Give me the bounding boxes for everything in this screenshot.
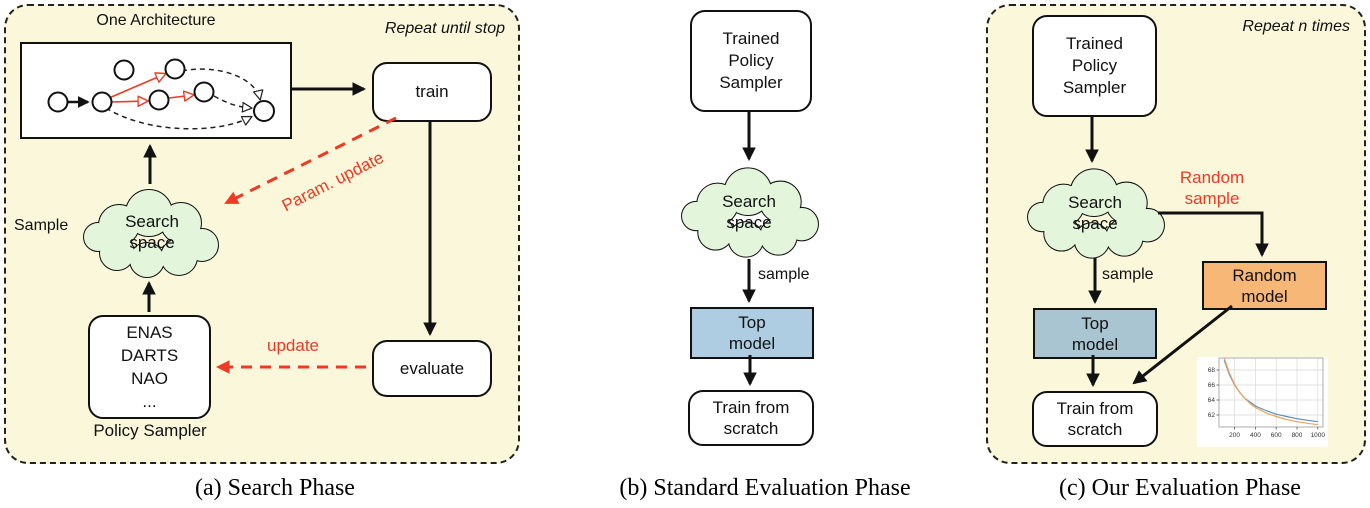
sample-label-b: sample <box>758 266 810 283</box>
train-from-scratch-box-c: Train from scratch <box>1032 391 1158 447</box>
train-from-scratch-box-b: Train from scratch <box>688 390 814 446</box>
architecture-graph <box>47 58 275 130</box>
train-box: train <box>372 62 492 122</box>
random-sample-label: Random sample <box>1179 168 1245 208</box>
svg-text:68: 68 <box>1208 367 1216 374</box>
repeat-until-stop-label: Repeat until stop <box>384 20 505 37</box>
search-space-label-c: Search space <box>1068 193 1122 233</box>
sample-label-a: Sample <box>14 217 69 234</box>
graph-node <box>193 81 215 103</box>
graph-node <box>164 58 186 80</box>
search-space-cloud-c <box>1027 168 1165 259</box>
graph-node <box>148 89 170 111</box>
evaluate-box: evaluate <box>372 340 492 397</box>
svg-text:62: 62 <box>1208 412 1216 419</box>
svg-text:1000: 1000 <box>1311 432 1326 439</box>
trained-policy-sampler-box-c: Trained Policy Sampler <box>1032 15 1157 117</box>
repeat-n-times-label: Repeat n times <box>1242 18 1350 35</box>
arrow-cloud-to-randommodel <box>1158 211 1269 258</box>
trained-policy-sampler-box-b: Trained Policy Sampler <box>690 10 812 112</box>
svg-text:200: 200 <box>1229 432 1240 439</box>
arrow-randommodel-to-scratch <box>1132 304 1233 385</box>
svg-text:800: 800 <box>1292 432 1303 439</box>
sample-label-c: sample <box>1102 266 1154 283</box>
caption-b: (b) Standard Evaluation Phase <box>619 475 911 501</box>
search-space-label: Search space <box>125 212 179 252</box>
caption-a: (a) Search Phase <box>195 475 355 501</box>
search-space-cloud <box>83 189 219 278</box>
random-model-box: Random model <box>1202 261 1327 310</box>
graph-node <box>91 91 113 113</box>
series-random-model <box>1223 357 1318 426</box>
policy-sampler-label: Policy Sampler <box>93 421 207 440</box>
one-architecture-label: One Architecture <box>96 12 216 29</box>
policy-sampler-box: ENAS DARTS NAO ... <box>88 315 211 419</box>
top-model-box-c: Top model <box>1033 308 1157 359</box>
arrow-param-update <box>224 116 397 205</box>
search-space-cloud-b <box>681 167 819 258</box>
svg-text:400: 400 <box>1250 432 1261 439</box>
graph-node <box>253 100 275 122</box>
graph-node <box>47 91 69 113</box>
top-model-box-b: Top model <box>690 307 814 359</box>
svg-text:66: 66 <box>1208 382 1216 389</box>
caption-c: (c) Our Evaluation Phase <box>1059 475 1301 501</box>
graph-node <box>113 59 135 81</box>
update-label: update <box>267 336 319 355</box>
search-space-label-b: Search space <box>722 192 776 232</box>
svg-text:64: 64 <box>1208 397 1216 404</box>
accuracy-curves-inset-chart: 62 64 66 68 200 400 600 800 1000 <box>1197 357 1328 447</box>
svg-text:600: 600 <box>1271 432 1282 439</box>
